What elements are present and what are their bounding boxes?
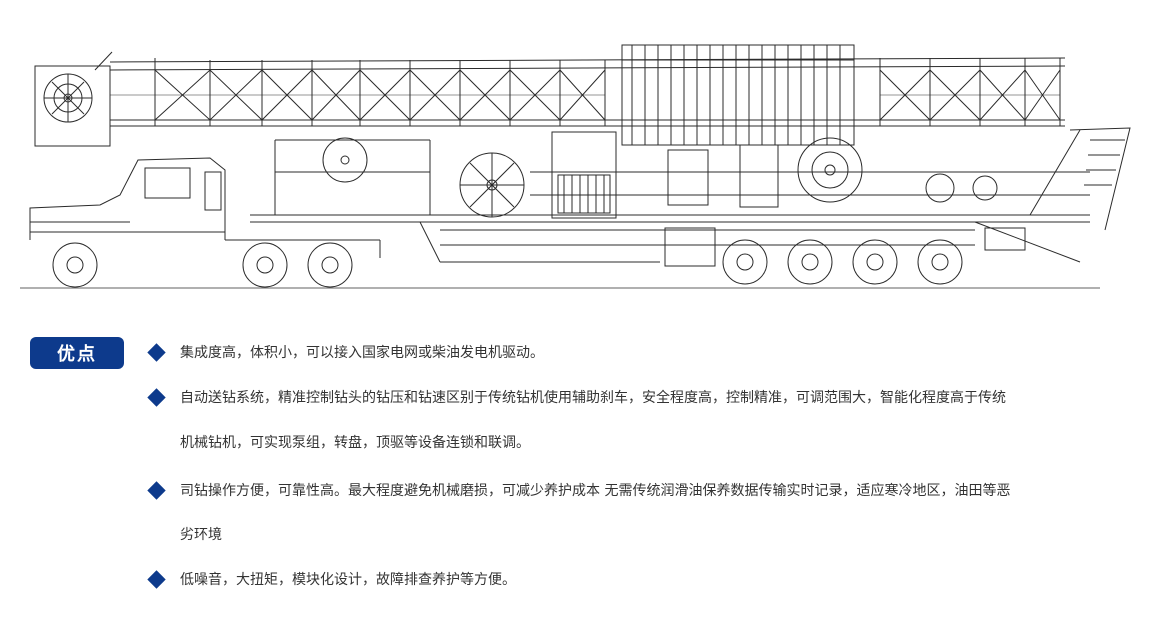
diamond-bullet-icon xyxy=(147,388,166,407)
diamond-bullet-icon xyxy=(147,481,166,500)
mast-boom xyxy=(109,57,1066,127)
wheels xyxy=(52,239,963,288)
advantages-badge: 优点 xyxy=(30,337,124,369)
cable-reel xyxy=(322,137,368,183)
motor-gearbox-assembly xyxy=(667,137,998,208)
diamond-bullet-icon xyxy=(147,570,166,589)
drawworks-drum xyxy=(459,152,525,218)
advantage-text-line: 机械钻机，可实现泵组，转盘，顶驱等设备连锁和联调。 xyxy=(180,435,530,451)
diamond-bullet-icon xyxy=(147,343,166,362)
drilling-rig-truck-illustration xyxy=(20,44,1131,289)
advantage-text-line: 司钻操作方便，可靠性高。最大程度避免机械磨损，可减少养护成本 无需传统润滑油保养… xyxy=(180,483,1011,499)
advantage-text-line: 集成度高，体积小，可以接入国家电网或柴油发电机驱动。 xyxy=(180,345,544,361)
control-cabinet xyxy=(551,131,617,219)
rear-ladder xyxy=(1029,127,1131,231)
racking-panel xyxy=(621,44,855,146)
crown-block xyxy=(34,51,113,147)
advantage-text-line: 低噪音，大扭矩，模块化设计，故障排查养护等方便。 xyxy=(180,572,516,588)
advantage-text-line: 劣环境 xyxy=(180,527,222,543)
hydraulic-unit xyxy=(664,227,1026,267)
advantage-text-line: 自动送钻系统，精准控制钻头的钻压和钻速区别于传统钻机使用辅助刹车，安全程度高，控… xyxy=(180,390,1006,406)
truck-cab xyxy=(29,157,381,258)
trailer-deck xyxy=(250,139,1090,263)
